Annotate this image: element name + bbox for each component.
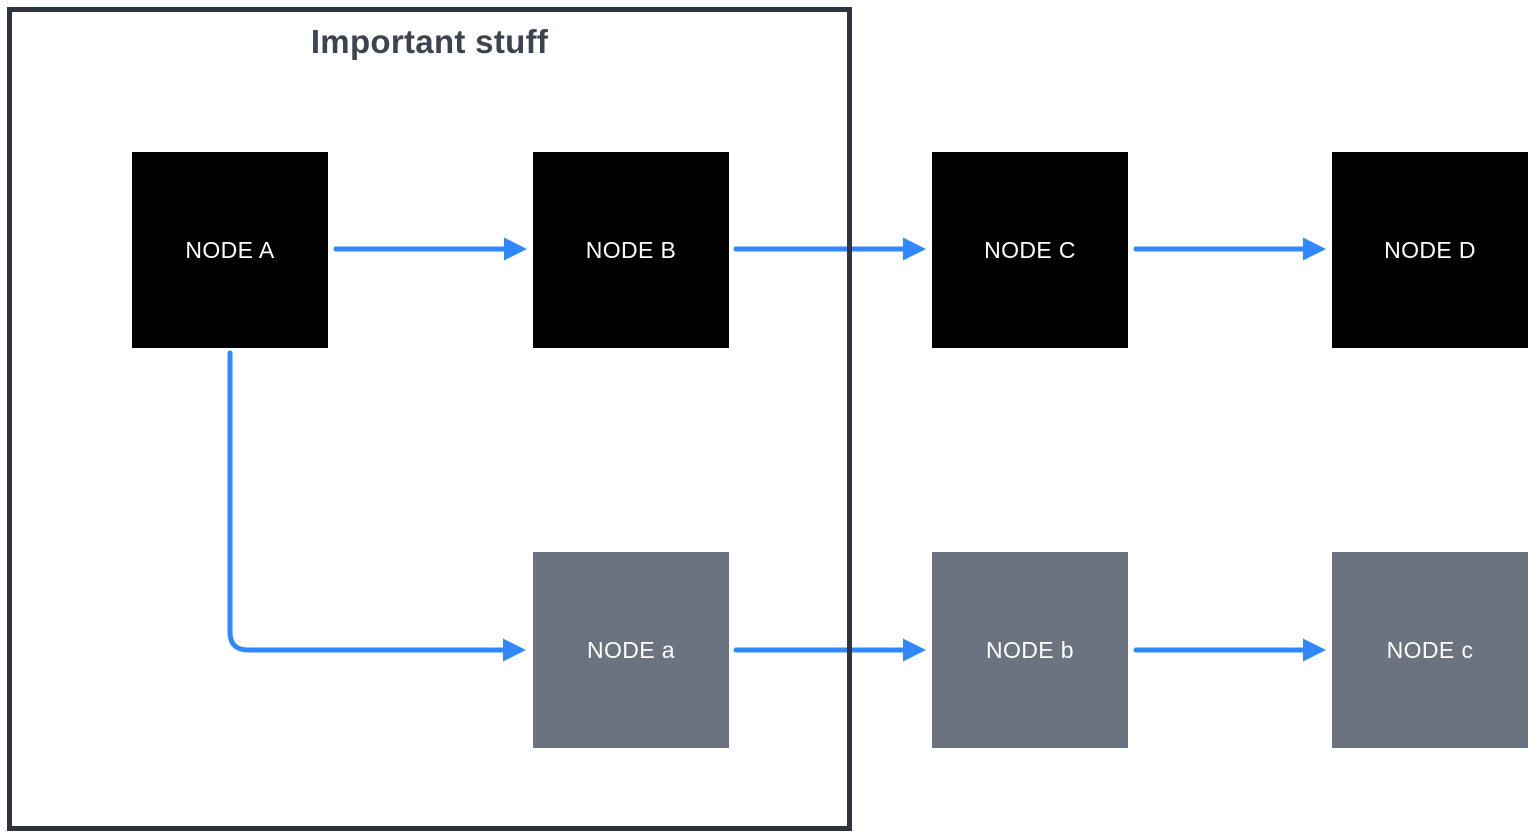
node-c-label: NODE c <box>1386 636 1474 663</box>
node-B-label: NODE B <box>585 236 677 263</box>
node-D: NODE D <box>1332 152 1528 348</box>
node-b-label: NODE b <box>985 636 1075 663</box>
node-B: NODE B <box>533 152 729 348</box>
node-b: NODE b <box>932 552 1128 748</box>
node-D-label: NODE D <box>1384 236 1476 263</box>
node-c: NODE c <box>1332 552 1528 748</box>
node-C: NODE C <box>932 152 1128 348</box>
node-a: NODE a <box>533 552 729 748</box>
node-A-label: NODE A <box>185 236 275 263</box>
node-a-label: NODE a <box>586 636 676 663</box>
node-C-label: NODE C <box>984 236 1076 263</box>
node-A: NODE A <box>132 152 328 348</box>
edge-nodeA-nodea <box>227 350 526 662</box>
